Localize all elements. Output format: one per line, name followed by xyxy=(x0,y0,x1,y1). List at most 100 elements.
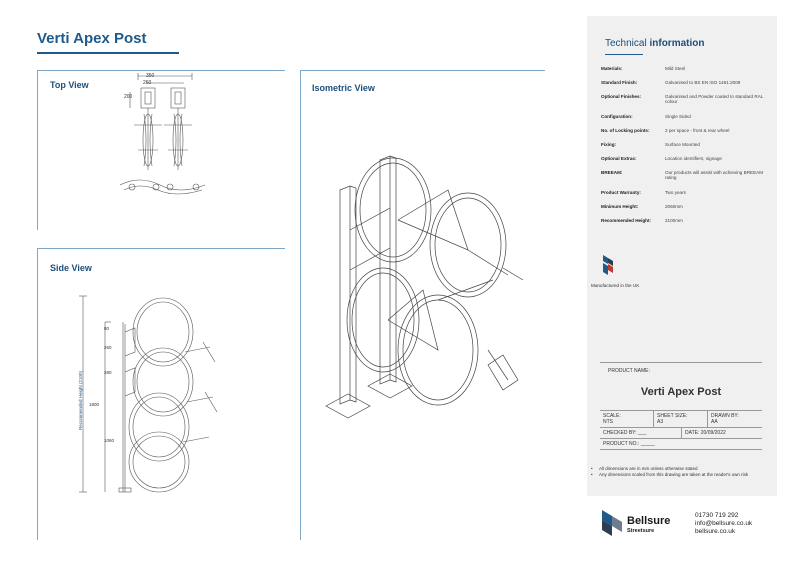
side-view-drawing xyxy=(75,292,235,502)
isometric-view-frame xyxy=(300,70,545,540)
product-no-label: PRODUCT NO.: xyxy=(603,441,640,447)
brand-subname: Streetsure xyxy=(627,528,655,534)
technical-info-title: Technical information xyxy=(605,38,704,49)
top-dim-inner: 260 xyxy=(143,80,152,86)
spec-key: Optional Finishes: xyxy=(601,94,642,99)
info-panel: Technical information Materials: Mild Ste… xyxy=(587,16,777,496)
side-dim-80: 80 xyxy=(104,326,110,331)
drawing-notes: • All dimensions are in mm unless otherwi… xyxy=(591,466,769,478)
side-dim-1800: 1800 xyxy=(89,402,100,407)
technical-title-underline xyxy=(605,54,643,55)
isometric-view-drawing xyxy=(318,150,538,430)
spec-value: 2050mm xyxy=(665,204,683,209)
spec-key: No. of Locking points: xyxy=(601,128,650,133)
spec-row: Optional Extras: Location identifiers, si… xyxy=(601,156,773,170)
spec-value: Our products will assist with achieving … xyxy=(665,170,764,181)
manufactured-in-uk-text: Manufactured in the UK xyxy=(591,283,640,288)
spec-key: Fixing: xyxy=(601,142,617,147)
sheet-size-label: SHEET SIZE: xyxy=(657,413,688,419)
drawn-by-value: AA xyxy=(711,419,718,425)
title-underline xyxy=(37,52,179,54)
note-text: All dimensions are in mm unless otherwis… xyxy=(599,466,698,471)
checked-by-label: CHECKED BY: xyxy=(603,430,637,436)
brand-name: Bellsure xyxy=(627,515,671,527)
top-view-drawing xyxy=(110,70,220,200)
page-title: Verti Apex Post xyxy=(37,30,147,47)
spec-value: 2 per space - front & rear wheel xyxy=(665,128,730,133)
side-view-label: Side View xyxy=(50,263,92,273)
website-link[interactable]: bellsure.co.uk xyxy=(695,528,736,535)
checked-by-value: ___ xyxy=(638,430,647,436)
date-cell: DATE: 20/09/2022 xyxy=(682,428,762,438)
phone-text: 01730 719 292 xyxy=(695,512,739,519)
spec-key: Minimum Height: xyxy=(601,204,639,209)
email-link[interactable]: info@bellsure.co.uk xyxy=(695,520,753,527)
product-name-label: PRODUCT NAME: xyxy=(608,368,650,374)
product-no-value: _____ xyxy=(640,441,655,447)
spec-key: Standard Finish: xyxy=(601,80,638,85)
date-label: DATE: xyxy=(685,430,700,436)
spec-value: Single Sided xyxy=(665,114,691,119)
date-value: 20/09/2022 xyxy=(700,430,726,436)
product-no-cell: PRODUCT NO.: _____ xyxy=(600,439,762,449)
drawn-by-cell: DRAWN BY: AA xyxy=(708,411,762,427)
spec-key: Materials: xyxy=(601,66,623,71)
contact-block: 01730 719 292 info@bellsure.co.uk bellsu… xyxy=(695,512,752,536)
note-item: • All dimensions are in mm unless otherwi… xyxy=(591,466,769,472)
spec-value: 2100mm xyxy=(665,218,683,223)
spec-key: Product Warranty: xyxy=(601,190,641,195)
scale-cell: SCALE: NTS xyxy=(600,411,654,427)
info-row: PRODUCT NO.: _____ xyxy=(600,439,762,450)
top-dim-depth: 200 xyxy=(124,94,133,100)
spec-row: Product Warranty: Two years xyxy=(601,190,773,204)
top-view-label: Top View xyxy=(50,80,89,90)
side-dim-280: 280 xyxy=(104,370,112,375)
info-row: CHECKED BY: ___ DATE: 20/09/2022 xyxy=(600,428,762,439)
spec-value: Surface Mounted xyxy=(665,142,700,147)
drawn-by-label: DRAWN BY: xyxy=(711,413,739,419)
spec-value: Mild Steel xyxy=(665,66,686,71)
checked-by-cell: CHECKED BY: ___ xyxy=(600,428,682,438)
spec-key: BREEAM: xyxy=(601,170,623,175)
spec-row: Optional Finishes: Galvanised and Powder … xyxy=(601,94,773,114)
info-row: SCALE: NTS SHEET SIZE: A3 DRAWN BY: AA xyxy=(600,411,762,428)
spec-row: No. of Locking points: 2 per space - fron… xyxy=(601,128,773,142)
spec-row: Recommended Height: 2100mm xyxy=(601,218,773,232)
side-dim-recommended: Recommended Height (2100) xyxy=(78,370,83,430)
spec-row: BREEAM: Our products will assist with ach… xyxy=(601,170,773,190)
top-dim-overall: 350 xyxy=(146,73,155,79)
top-view-frame xyxy=(37,70,285,230)
spec-value: Galvanised and Powder coated to standard… xyxy=(665,94,764,105)
spec-key: Recommended Height: xyxy=(601,218,652,223)
note-item: • Any dimensions scaled from this drawing… xyxy=(591,472,769,478)
spec-row: Standard Finish: Galvanised to BS EN ISO … xyxy=(601,80,773,94)
product-name: Verti Apex Post xyxy=(640,386,722,398)
spec-value: Location identifiers, signage xyxy=(665,156,722,161)
spec-value: Galvanised to BS EN ISO 1461:2009 xyxy=(665,80,741,85)
spec-row: Minimum Height: 2050mm xyxy=(601,204,773,218)
isometric-view-label: Isometric View xyxy=(312,83,375,93)
spec-row: Configuration: Single Sided xyxy=(601,114,773,128)
side-dim-1060: 1060 xyxy=(104,438,115,443)
spec-row: Fixing: Surface Mounted xyxy=(601,142,773,156)
made-in-uk-logo-icon xyxy=(601,254,615,276)
sheet-size-value: A3 xyxy=(657,419,664,425)
bullet-icon: • xyxy=(591,472,593,477)
technical-title-light: Technical xyxy=(605,38,647,49)
technical-title-bold: information xyxy=(649,38,705,49)
note-text: Any dimensions scaled from this drawing … xyxy=(599,472,749,477)
sheet-size-cell: SHEET SIZE: A3 xyxy=(654,411,708,427)
scale-value: NTS xyxy=(603,419,613,425)
spec-row: Materials: Mild Steel xyxy=(601,66,773,80)
title-block-rule xyxy=(600,362,762,363)
spec-key: Optional Extras: xyxy=(601,156,637,161)
bellsure-logo-icon xyxy=(601,508,623,538)
side-view-frame xyxy=(37,248,285,540)
side-dim-260: 260 xyxy=(104,345,112,350)
scale-label: SCALE: xyxy=(603,413,621,419)
spec-table: Materials: Mild Steel Standard Finish: Gal… xyxy=(601,66,773,232)
drawing-info-table: SCALE: NTS SHEET SIZE: A3 DRAWN BY: AA C… xyxy=(600,410,762,450)
bullet-icon: • xyxy=(591,466,593,471)
spec-key: Configuration: xyxy=(601,114,633,119)
spec-value: Two years xyxy=(665,190,686,195)
